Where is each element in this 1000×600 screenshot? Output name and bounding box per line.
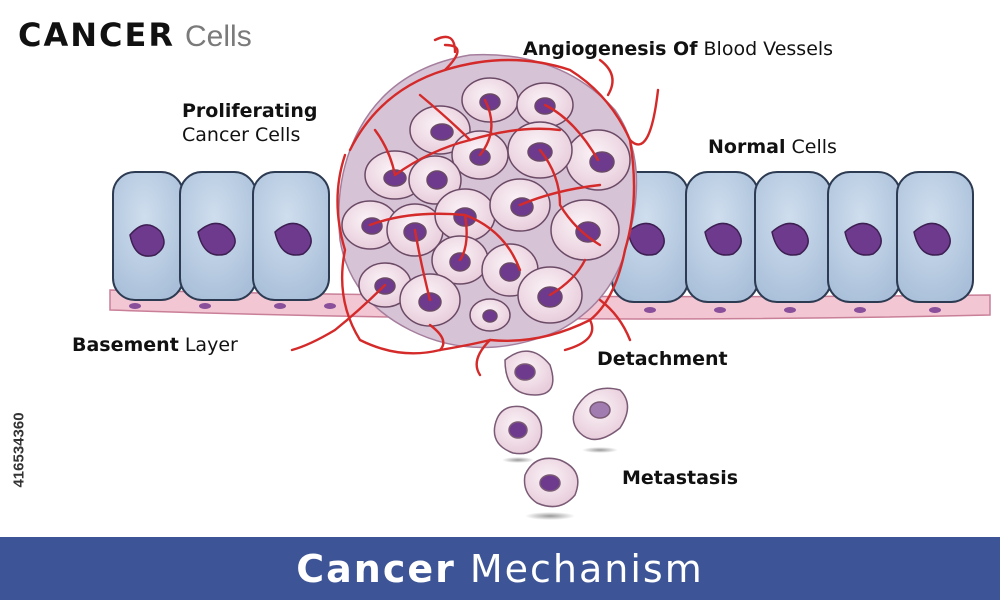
normal-cell — [827, 171, 901, 303]
label-basement-bold: Basement — [72, 334, 179, 356]
cancer-cell — [409, 105, 471, 155]
tumor-mass — [290, 35, 660, 377]
normal-cell — [112, 171, 184, 301]
title-bold: CANCER — [18, 16, 176, 54]
cancer-cell — [469, 298, 511, 332]
label-metastasis-bold: Metastasis — [622, 467, 739, 489]
detaching-cells — [493, 350, 629, 508]
title-light: Cells — [185, 20, 252, 53]
label-normal-bold: Normal — [708, 136, 786, 158]
cancer-diagram — [109, 35, 991, 520]
label-detachment: Detachment — [597, 348, 728, 372]
cell-shadow — [582, 447, 618, 453]
label-angiogenesis: Angiogenesis Of Blood Vessels — [523, 38, 833, 62]
label-normal: Normal Cells — [708, 136, 837, 160]
detaching-cell — [504, 350, 554, 396]
footer-banner: Cancer Mechanism — [0, 537, 1000, 600]
label-detachment-bold: Detachment — [597, 348, 728, 370]
normal-cells-left — [112, 171, 330, 301]
metastatic-cell — [523, 457, 579, 508]
detaching-cell — [572, 387, 629, 441]
normal-cell — [179, 171, 257, 301]
label-basement-light: Layer — [184, 334, 238, 356]
label-proliferating-bold: Proliferating — [182, 100, 318, 122]
normal-cell — [252, 171, 330, 301]
cancer-cell — [408, 155, 462, 205]
label-proliferating-light: Cancer Cells — [182, 123, 301, 146]
cancer-cell — [461, 77, 519, 123]
blood-vessels — [290, 35, 660, 377]
normal-cell — [685, 171, 759, 303]
footer-light: Mechanism — [469, 546, 704, 591]
page-title: CANCER Cells — [18, 16, 252, 54]
footer-bold: Cancer — [296, 546, 456, 591]
label-normal-light: Cells — [791, 136, 837, 158]
label-basement: Basement Layer — [72, 334, 238, 358]
cell-shadow — [525, 512, 575, 520]
label-metastasis: Metastasis — [622, 467, 738, 491]
normal-cell — [896, 171, 974, 303]
detaching-cell — [493, 405, 543, 455]
label-angiogenesis-bold: Angiogenesis Of — [523, 38, 698, 60]
stock-id-text: 416534360 — [10, 412, 28, 488]
basement-dots — [129, 303, 941, 313]
normal-cell — [754, 171, 832, 303]
stock-id-watermark: 416534360 — [6, 360, 32, 540]
normal-cells-right — [611, 171, 974, 303]
label-angiogenesis-light: Blood Vessels — [703, 38, 834, 60]
cell-shadow — [502, 457, 534, 463]
